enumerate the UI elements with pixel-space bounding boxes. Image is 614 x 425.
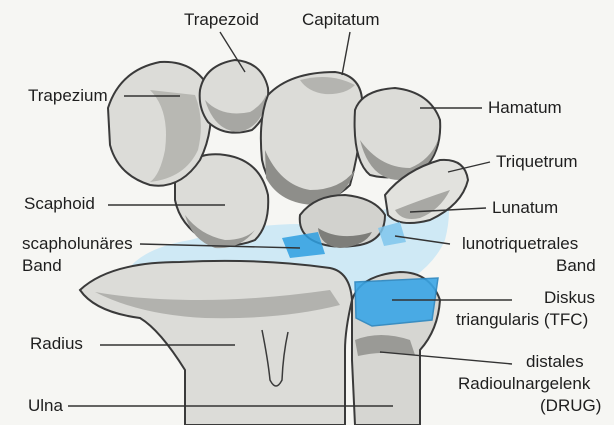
label-scapholunar-line2: Band bbox=[22, 256, 62, 276]
label-scaphoid: Scaphoid bbox=[24, 194, 95, 214]
label-diskus-line1: Diskus bbox=[544, 288, 595, 308]
tfc-disk bbox=[355, 278, 438, 326]
label-lunotriquetral-line1: lunotriquetrales bbox=[462, 234, 578, 254]
label-capitatum: Capitatum bbox=[302, 10, 379, 30]
label-diskus-line2: triangularis (TFC) bbox=[456, 310, 588, 330]
label-scapholunar-line1: scapholunäres bbox=[22, 234, 133, 254]
label-trapezoid: Trapezoid bbox=[184, 10, 259, 30]
label-lunatum: Lunatum bbox=[492, 198, 558, 218]
radius-bone bbox=[80, 261, 352, 425]
label-drug-line2: Radioulnargelenk bbox=[458, 374, 590, 394]
label-radius: Radius bbox=[30, 334, 83, 354]
label-ulna: Ulna bbox=[28, 396, 63, 416]
label-trapezium: Trapezium bbox=[28, 86, 108, 106]
label-drug-line3: (DRUG) bbox=[540, 396, 601, 416]
label-hamatum: Hamatum bbox=[488, 98, 562, 118]
label-lunotriquetral-line2: Band bbox=[556, 256, 596, 276]
label-triquetrum: Triquetrum bbox=[496, 152, 578, 172]
label-drug-line1: distales bbox=[526, 352, 584, 372]
